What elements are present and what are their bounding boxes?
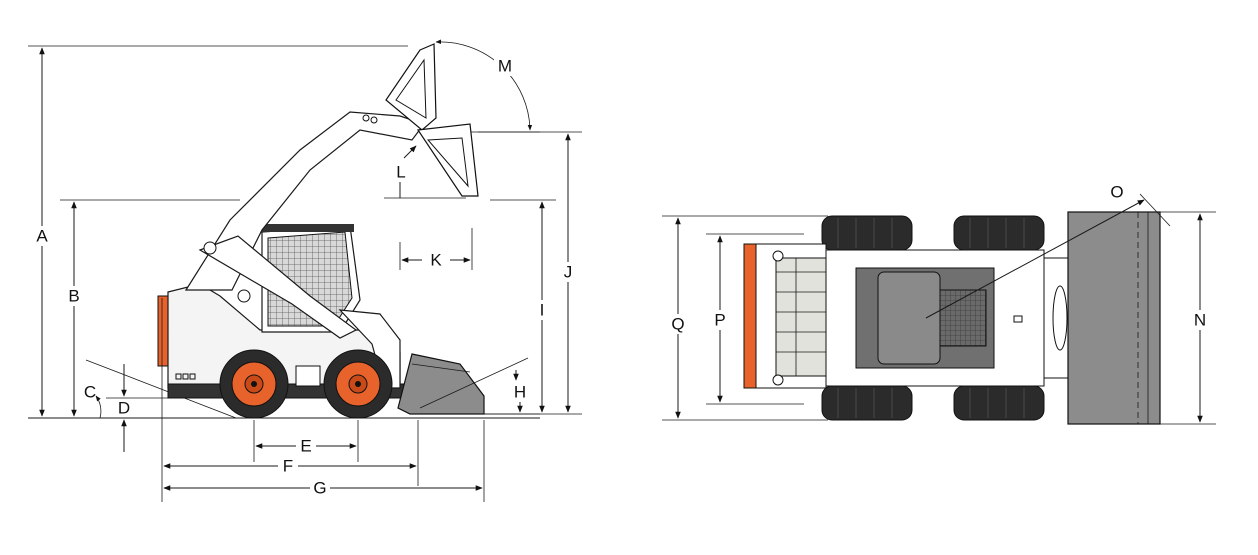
loader-machine xyxy=(157,111,425,399)
label-H: H xyxy=(514,383,526,402)
bucket-raised-vertical xyxy=(385,43,437,131)
dim-arrow-L-top xyxy=(403,145,417,159)
dim-line-O xyxy=(925,199,1145,319)
label-J: J xyxy=(564,263,573,282)
side-view: A B C D xyxy=(28,39,582,502)
label-M: M xyxy=(498,57,512,76)
label-G: G xyxy=(313,479,326,498)
engine-grill xyxy=(775,257,827,377)
label-D: D xyxy=(118,399,130,418)
front-wheel xyxy=(323,349,393,419)
top-tire-front-right xyxy=(953,385,1045,421)
top-tire-rear-right xyxy=(821,385,913,421)
bucket-link-oval xyxy=(1052,285,1068,351)
label-C: C xyxy=(84,383,96,402)
angle-line-C xyxy=(85,359,237,419)
rear-bumper-orange xyxy=(743,243,757,389)
cab-roof xyxy=(262,224,354,232)
label-B: B xyxy=(68,287,79,306)
bucket-top xyxy=(1067,211,1161,425)
lift-arm-link xyxy=(198,235,358,339)
label-A: A xyxy=(36,227,48,246)
step xyxy=(295,365,321,387)
angle-arc-C xyxy=(95,395,102,419)
top-tire-front-left xyxy=(953,215,1045,251)
label-Q: Q xyxy=(671,315,684,334)
label-K: K xyxy=(430,251,442,270)
label-E: E xyxy=(300,437,311,456)
label-F: F xyxy=(283,457,293,476)
top-tire-rear-left xyxy=(821,215,913,251)
cab-screen xyxy=(939,289,987,347)
label-O: O xyxy=(1110,183,1123,202)
rear-wheel xyxy=(219,349,289,419)
top-view: Q P xyxy=(662,182,1216,425)
label-N: N xyxy=(1194,311,1206,330)
cab-seat xyxy=(877,271,941,365)
angle-line-H xyxy=(419,357,529,409)
arc-M xyxy=(435,39,533,131)
label-L: L xyxy=(396,163,405,182)
bucket-raised-dumped xyxy=(416,123,479,197)
label-I: I xyxy=(540,301,545,320)
label-P: P xyxy=(714,311,725,330)
